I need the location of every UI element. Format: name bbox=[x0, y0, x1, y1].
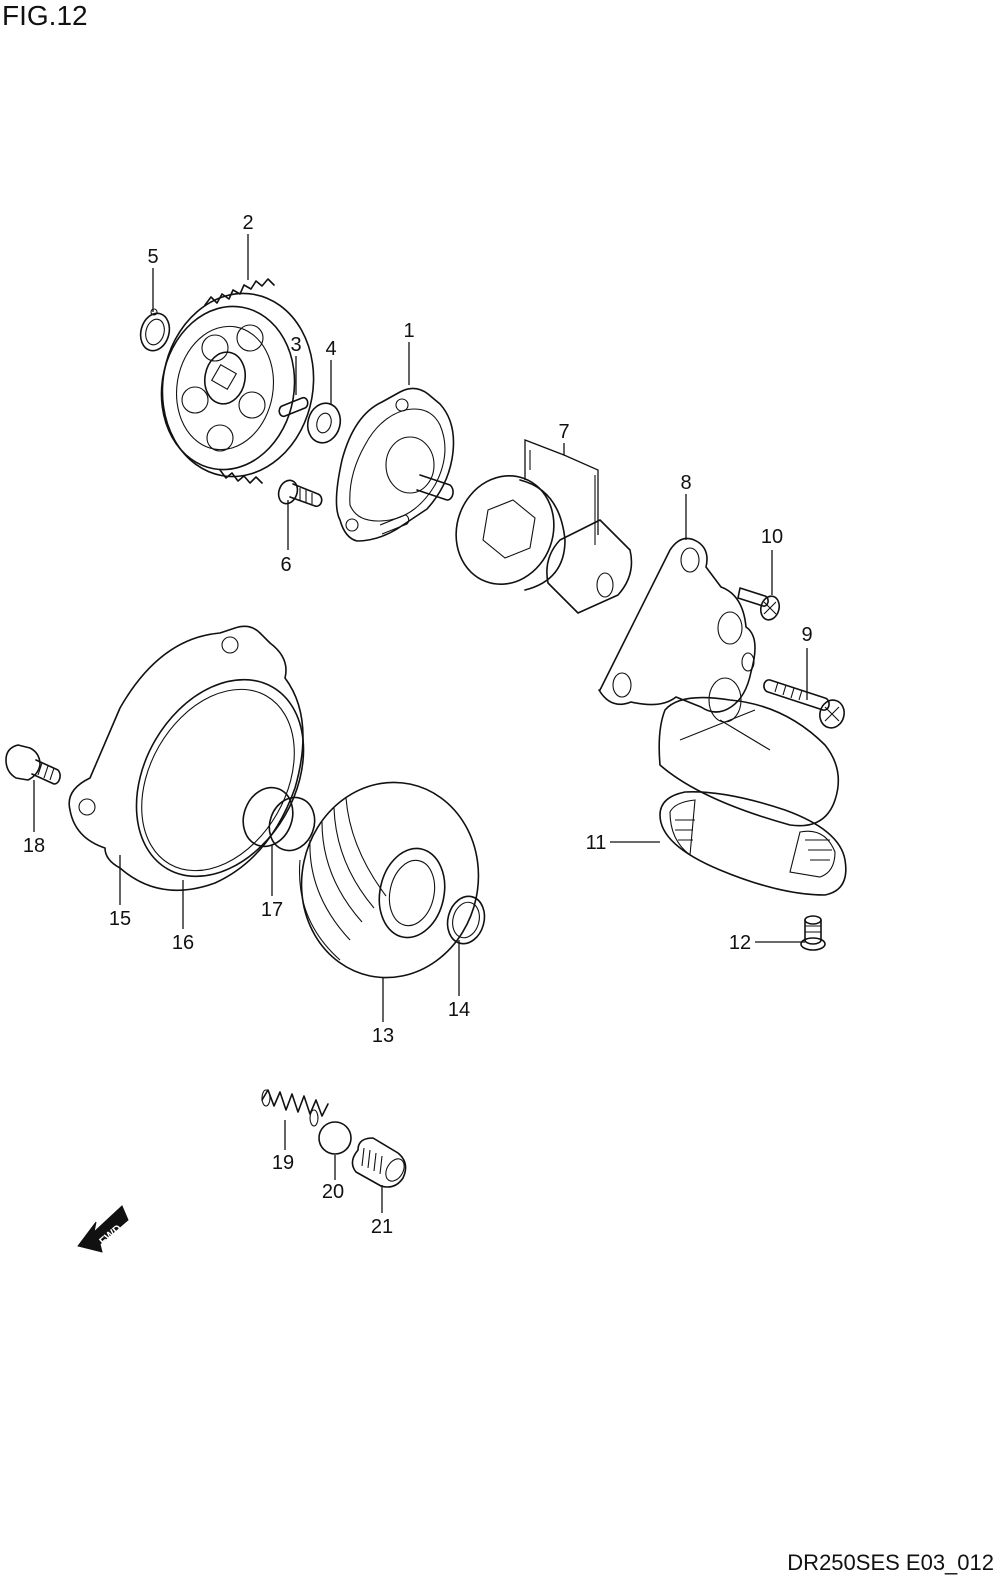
callout-12: 12 bbox=[729, 932, 751, 954]
part-2-gear[interactable] bbox=[148, 278, 328, 489]
callout-14: 14 bbox=[448, 999, 470, 1021]
part-13-oil-filter[interactable] bbox=[284, 766, 497, 994]
part-16-o-ring[interactable] bbox=[103, 650, 338, 907]
fwd-direction-arrow: FWD bbox=[77, 1205, 129, 1253]
part-6-screw[interactable] bbox=[275, 478, 323, 508]
callout-4: 4 bbox=[325, 338, 336, 360]
callout-8: 8 bbox=[680, 472, 691, 494]
callout-10: 10 bbox=[761, 526, 783, 548]
callout-21: 21 bbox=[371, 1216, 393, 1238]
callout-1: 1 bbox=[403, 320, 414, 342]
part-11-oil-strainer[interactable] bbox=[658, 696, 847, 896]
callout-19: 19 bbox=[272, 1152, 294, 1174]
callout-7: 7 bbox=[558, 421, 569, 443]
callout-numbers: 1 2 3 4 5 6 7 8 9 10 11 12 13 14 15 16 1… bbox=[23, 212, 813, 1238]
part-5-circlip[interactable] bbox=[137, 308, 174, 354]
part-4-washer[interactable] bbox=[303, 400, 344, 447]
part-15-filter-cap[interactable] bbox=[68, 625, 304, 892]
callout-18: 18 bbox=[23, 835, 45, 857]
part-7-rotor-set[interactable] bbox=[441, 450, 633, 614]
callout-16: 16 bbox=[172, 932, 194, 954]
callout-13: 13 bbox=[372, 1025, 394, 1047]
part-20-ball[interactable] bbox=[318, 1121, 352, 1155]
figure-title: FIG.12 bbox=[2, 0, 88, 31]
part-14-o-ring[interactable] bbox=[442, 892, 489, 948]
callout-17: 17 bbox=[261, 899, 283, 921]
part-17-spring[interactable] bbox=[235, 781, 322, 857]
part-8-pump-cover[interactable] bbox=[598, 537, 756, 723]
leader-lines bbox=[33, 234, 808, 1213]
callout-11: 11 bbox=[586, 832, 607, 854]
part-9-bolt[interactable] bbox=[763, 679, 847, 731]
callout-6: 6 bbox=[280, 554, 291, 576]
callout-3: 3 bbox=[290, 334, 301, 356]
callout-20: 20 bbox=[322, 1181, 344, 1203]
part-21-plug[interactable] bbox=[351, 1137, 407, 1188]
callout-15: 15 bbox=[109, 908, 131, 930]
diagram-code: DR250SES E03_012 bbox=[787, 1550, 994, 1575]
part-10-screw[interactable] bbox=[737, 587, 782, 622]
part-19-relief-spring[interactable] bbox=[261, 1089, 329, 1127]
part-12-screw[interactable] bbox=[800, 915, 826, 951]
part-1-pump-body[interactable] bbox=[335, 387, 455, 542]
part-18-bolt[interactable] bbox=[5, 744, 61, 785]
callout-9: 9 bbox=[801, 624, 812, 646]
callout-5: 5 bbox=[147, 246, 158, 268]
part-3-pin[interactable] bbox=[278, 396, 309, 418]
callout-2: 2 bbox=[242, 212, 253, 234]
